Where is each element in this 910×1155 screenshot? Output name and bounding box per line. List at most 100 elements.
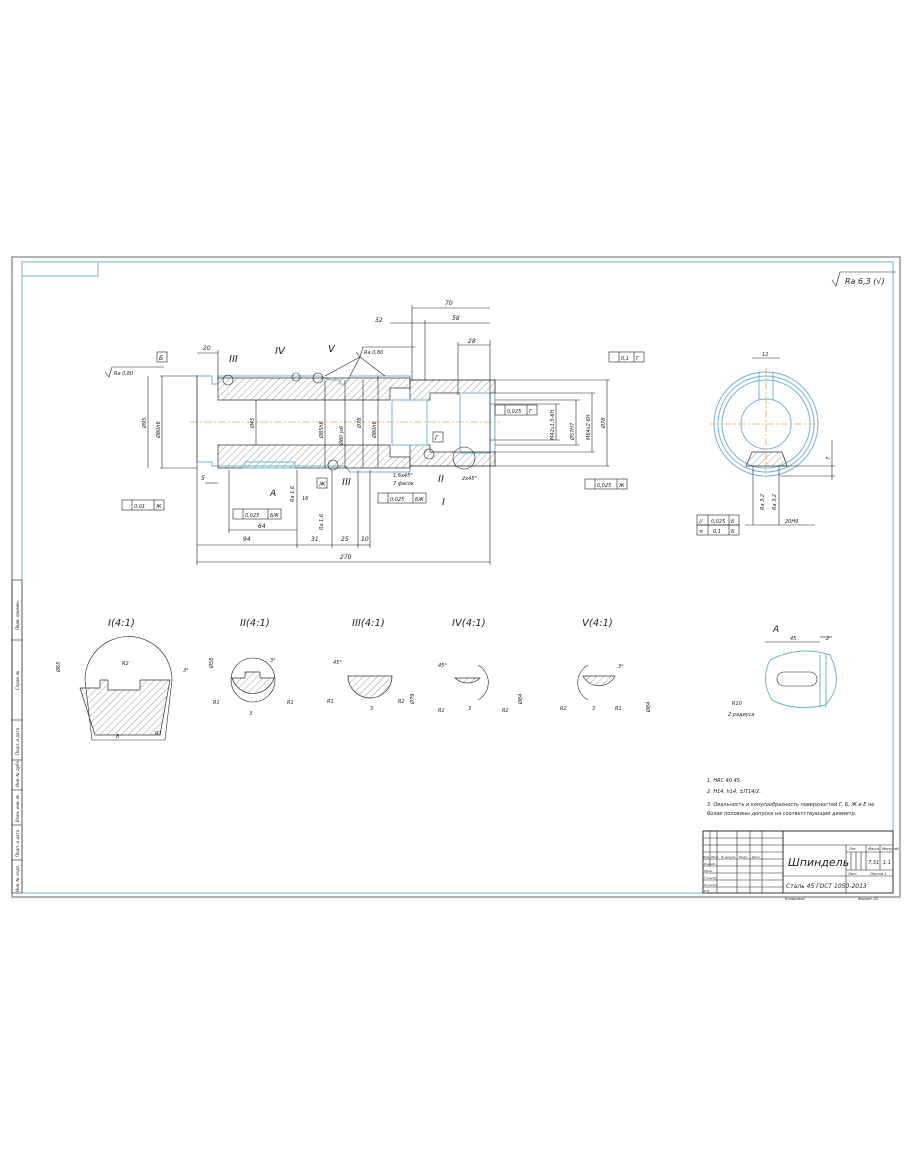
svg-text:≡: ≡ [699,529,703,535]
dim-64: 64 [258,523,266,530]
mark-ii: II [438,474,444,485]
svg-text:БЖ: БЖ [415,497,424,503]
svg-text:R1: R1 [615,706,622,712]
dim-7: 7 [826,456,832,460]
svg-text:0,01: 0,01 [134,504,145,510]
stamp-sign-date: Подп. и дата [15,727,20,755]
mark-iii-top: III [229,354,238,365]
stamp-replace-inv: Взам. инв. № [15,795,20,822]
roughness-left: Ra 0,80 [114,371,133,377]
svg-text:II(4:1): II(4:1) [240,618,270,629]
hatch-lower [217,444,411,469]
svg-text:8: 8 [116,734,119,740]
svg-text:2 радиуса: 2 радиуса [728,712,755,718]
svg-text:I(4:1): I(4:1) [108,618,135,629]
dia-80js6: Ø80 js6 [338,426,345,446]
mark-iv: IV [275,346,286,357]
svg-text:Ra 6,3 (√): Ra 6,3 (√) [845,277,885,286]
top-left-box [21,261,99,277]
material: Сталь 45 ГОСТ 1050-2013 [786,883,867,890]
svg-text:0,1: 0,1 [713,529,721,535]
svg-text:Ø84: Ø84 [517,694,524,705]
svg-text:Ж: Ж [618,483,625,489]
part-name: Шпиндель [788,856,849,869]
svg-text:Ø58: Ø58 [208,658,215,669]
svg-text:Дата: Дата [751,855,760,859]
svg-text:Подп.: Подп. [739,855,748,859]
svg-text:3°: 3° [183,668,189,674]
svg-text:Масштаб: Масштаб [882,847,899,851]
svg-text:Утв.: Утв. [704,889,710,893]
note-3: 3. Овальность и конусообразность поверхн… [707,802,874,808]
chamfer-count: 7 фасок [393,481,414,487]
svg-text:3: 3 [468,706,471,712]
stamp-orig-inv: Инв. № подл. [15,864,20,892]
svg-text:Б: Б [731,519,735,525]
svg-text:№ докум.: № докум. [720,855,736,859]
svg-text:Формат А3: Формат А3 [858,897,878,901]
roughness-32b: Ra 3,2 [772,494,778,510]
detail-iii: III(4:1) R1 R2 3 Ø79 45° [327,618,416,712]
svg-text:0,025: 0,025 [711,519,725,525]
svg-text:R2: R2 [122,661,129,667]
datum-g: Г [435,435,439,442]
view-a: A 45 2 R10 2 радиуса [728,625,837,718]
svg-text:Разраб.: Разраб. [704,862,716,866]
detail-circle-i [452,446,476,470]
detail-v: V(4:1) R2 R1 3 Ø84 3° [560,618,652,713]
svg-text:0,025: 0,025 [390,497,404,503]
svg-text:0,1: 0,1 [621,356,629,362]
dim-270: 270 [340,554,352,561]
stamp-ref-no: Справ. № [15,671,20,690]
dim-25: 25 [341,536,349,543]
note-1: 1. HRC 40.45. [707,778,742,784]
svg-text:0,025: 0,025 [597,483,611,489]
svg-text:A: A [772,625,779,635]
dia-78-right: Ø78 [600,418,607,429]
side-stamps: Перв. примен. Справ. № Подп. и дата Инв.… [11,579,23,894]
svg-text:Копировал: Копировал [785,897,806,901]
svg-text:R2: R2 [398,699,405,705]
svg-text:R1: R1 [155,731,162,737]
svg-text:R1: R1 [327,699,334,705]
svg-text://: // [698,519,704,525]
thread-m42: M42x1,5-6H [550,409,556,440]
svg-text:Т.контр.: Т.контр. [704,876,717,880]
svg-text:III(4:1): III(4:1) [352,618,385,629]
scale-value: 1:1 [883,860,891,866]
svg-text:Изм.: Изм. [703,855,710,859]
detail-circle-ii [423,448,435,460]
svg-text:45: 45 [790,636,796,642]
hatch-lower-right [409,444,496,467]
mark-i: I [442,497,445,508]
svg-text:R10: R10 [732,701,742,707]
dim-20h9: 20H9 [785,519,798,525]
svg-text:Б: Б [731,529,735,535]
svg-text:БЖ: БЖ [270,513,279,519]
main-view: 270 94 64 31 25 10 5 16 70 32 58 28 20 Ø… [104,300,645,565]
chamfer-1-6: 1,6x45° [393,473,413,479]
svg-text:Н.контр.: Н.контр. [704,883,717,887]
detail-i: I(4:1) Ø65 R2 R1 8 3° [55,618,189,741]
title-block: Изм. Лист № докум. Подп. Дата Разраб. Пр… [702,830,899,901]
dim-5: 5 [201,475,205,482]
detail-iv: IV(4:1) R1 R2 3 Ø84 45° [438,618,524,714]
dim-58: 58 [452,315,460,322]
stamp-dup-inv: Инв. № дубл. [15,760,20,787]
dim-16: 16 [302,496,308,502]
chamfer-2: 2x45° [462,476,478,482]
view-arrow-a: A [269,489,276,499]
note-2: 2. H14, h14, ±IT14/2. [707,789,761,795]
svg-text:R2: R2 [560,706,567,712]
roughness-16a: Ra 1,6 [290,486,296,502]
svg-text:Г: Г [529,409,533,415]
svg-text:R2: R2 [502,708,509,714]
svg-text:Пров.: Пров. [704,869,713,873]
dim-10: 10 [361,536,369,543]
inner-frame [21,261,894,894]
